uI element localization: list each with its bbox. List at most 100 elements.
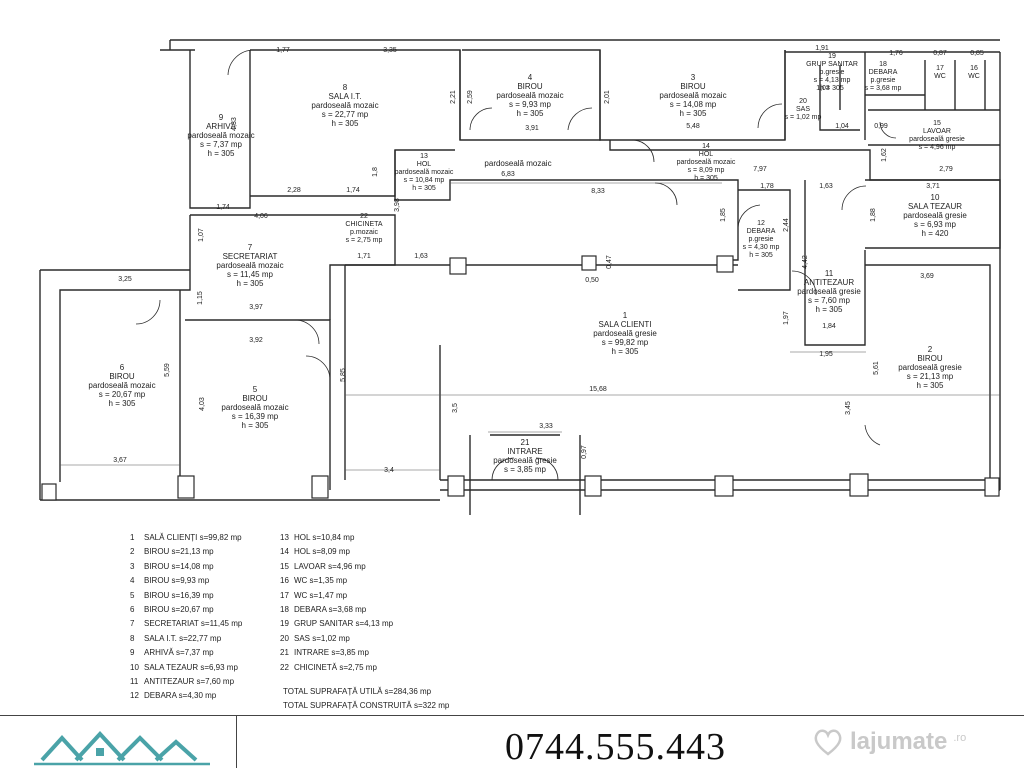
room-number: 2 [928,345,933,354]
room-number: 12 [757,220,765,227]
door-swing [631,139,655,163]
legend-text: GRUP SANITAR s=4,13 mp [294,619,394,629]
legend-number: 16 [280,576,289,586]
area-totals: TOTAL SUPRAFAȚĂ UTILĂ s=284,36 mp TOTAL … [283,685,449,713]
birou-5-walls [179,290,331,490]
dimension-label: 3,25 [118,276,132,283]
room-floor: pardoseală mozaic [496,91,563,100]
dimension-label: 3,5 [452,403,459,413]
column [716,255,734,273]
room-name: BIROU [680,82,706,91]
room-floor: pardoseală mozaic [221,403,288,412]
dimension-label: 0,97 [581,445,588,459]
room-height: h = 420 [922,229,949,238]
room-name: DEBARA [747,228,776,235]
room-height: h = 305 [332,119,359,128]
legend-text: SECRETARIAT s=11,45 mp [144,619,243,629]
room-area: s = 3,68 mp [865,85,902,92]
room-height: h = 305 [820,85,844,92]
column [984,477,1000,497]
legend-text: LAVOAR s=4,96 mp [294,561,366,571]
total-useful-area: TOTAL SUPRAFAȚĂ UTILĂ s=284,36 mp [283,687,432,696]
room-name: ARHIVĂ [206,122,236,131]
legend-number: 21 [280,648,289,658]
room-area: s = 7,60 mp [808,296,851,305]
dimension-label: 1,63 [414,253,428,260]
room-number: 14 [702,143,710,150]
dimension-label: 0,47 [606,255,613,269]
room-floor: pardoseală gresie [909,136,965,143]
room-area: s = 8,09 mp [688,167,725,174]
dimension-label: 3,35 [383,47,397,54]
legend-text: WC s=1,35 mp [294,576,348,586]
walls [39,39,1001,515]
door-swing [305,355,331,381]
legend-text: HOL s=10,84 mp [294,533,355,542]
door-swing [841,185,867,211]
watermark-text: lajumate [850,728,948,755]
room-height: h = 305 [816,305,843,314]
room-number: 9 [219,113,224,122]
room-height: h = 305 [412,185,436,192]
legend-number: 8 [130,633,135,643]
room-area: s = 6,93 mp [914,220,957,229]
legend-number: 9 [130,648,135,658]
room-number: 13 [420,153,428,160]
dimension-label: 4,06 [254,213,268,220]
room-floor: pardoseală mozaic [88,381,155,390]
lavoar-walls [868,109,1000,146]
dimension-label: 2,79 [939,166,953,173]
room-height: h = 305 [917,381,944,390]
dimension-label: 2,44 [783,218,790,232]
legend-text: INTRARE s=3,85 mp [294,648,369,658]
dimension-label: 1,04 [835,123,849,130]
birou-6-outer [39,269,440,501]
dimension-label: 3,67 [113,457,127,464]
room-number: 7 [248,243,253,252]
room-name: CHICINETA [345,221,383,228]
dimension-label: 1,88 [870,208,877,222]
dimension-label: 2,21 [450,90,457,104]
dimension-label: 0,99 [874,123,888,130]
dimension-label: 0,50 [585,277,599,284]
legend-text: SALĂ CLIENȚI s=99,82 mp [144,533,242,542]
room-floor: pardoseală mozaic [395,169,454,176]
legend-text: WC s=1,47 mp [294,590,348,600]
room-height: h = 305 [680,109,707,118]
room-height: h = 305 [208,149,235,158]
dimension-label: 4,33 [231,117,238,131]
room-height: h = 305 [242,421,269,430]
room-floor: p.gresie [871,77,896,84]
legend-text: ARHIVĂ s=7,37 mp [144,648,214,658]
dimension-label: 6,83 [501,171,515,178]
door-swing [491,457,559,481]
dimension-label: 1,03 [816,85,830,92]
wc-walls [865,60,986,110]
room-number: 4 [528,73,533,82]
room-height: h = 305 [749,252,773,259]
dimension-label: 3,71 [926,183,940,190]
legend-number: 3 [130,561,135,571]
legend-text: ANTITEZAUR s=7,60 mp [144,676,235,686]
dimension-lines [60,182,1000,471]
room-floor: pardoseală mozaic [216,261,283,270]
dimension-label: 8,33 [591,188,605,195]
room-area: s = 21,13 mp [907,372,954,381]
sanitary-walls [784,50,1001,180]
room-name: ANTITEZAUR [804,278,854,287]
door-swing [469,107,493,131]
column [449,257,467,275]
legend-text: BIROU s=16,39 mp [144,590,214,600]
room-number: 6 [120,363,125,372]
room-height: h = 305 [612,347,639,356]
door-swing [135,299,161,325]
